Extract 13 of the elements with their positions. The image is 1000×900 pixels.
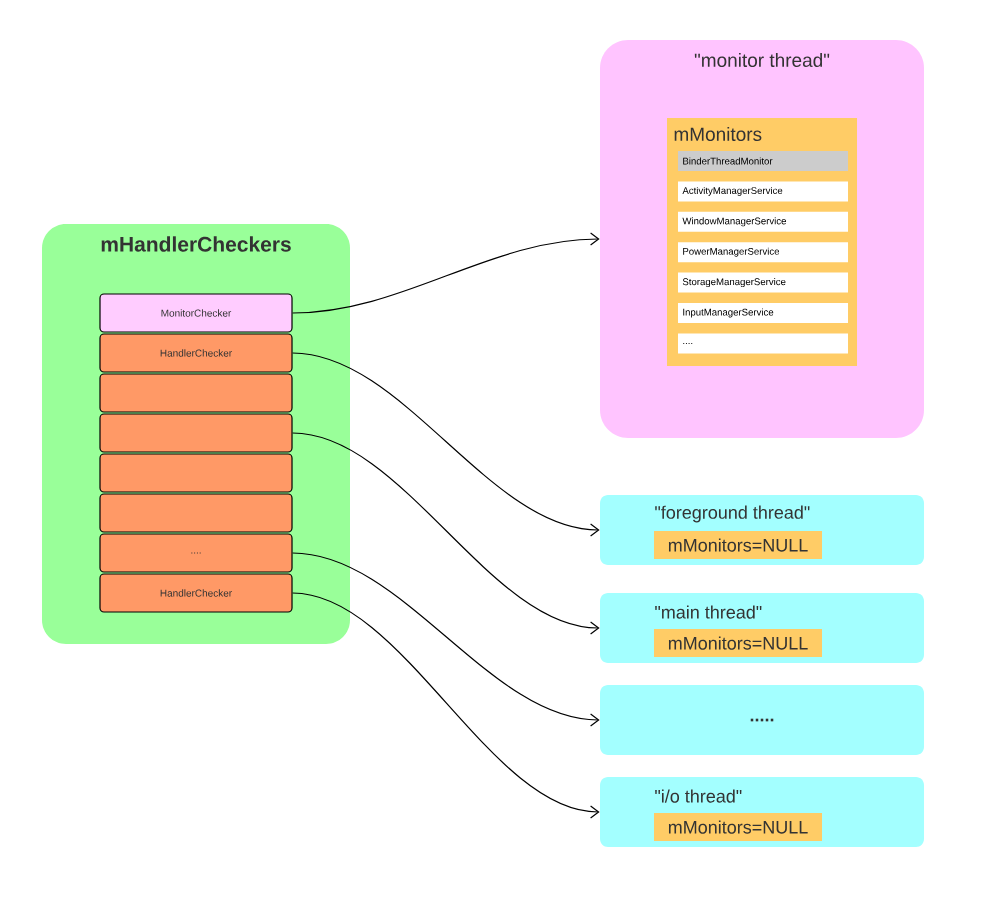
- arrow: [292, 592, 600, 819]
- null-label-box: mMonitors=NULL: [654, 629, 822, 657]
- checker-box: [99, 413, 293, 453]
- checker-box: [99, 373, 293, 413]
- arrow: [292, 432, 600, 635]
- arrow: [292, 352, 600, 537]
- arrow: [292, 232, 600, 314]
- checker-box: [99, 453, 293, 493]
- arrow: [292, 552, 600, 727]
- checker-box: [99, 493, 293, 533]
- null-label-box: mMonitors=NULL: [654, 531, 822, 559]
- null-label-box: mMonitors=NULL: [654, 813, 822, 841]
- thread-box: .....: [600, 685, 924, 755]
